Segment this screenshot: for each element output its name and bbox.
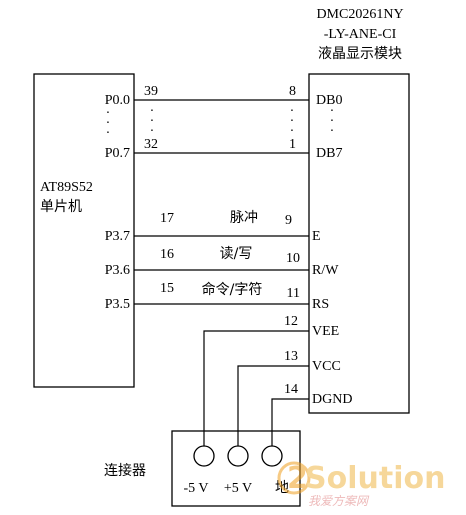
wire-vee xyxy=(203,330,309,450)
wire-vcc xyxy=(237,365,309,450)
watermark-tagline: 我爱方案网 xyxy=(308,494,370,508)
pin-lcd-1: 1 xyxy=(289,137,296,152)
dot-wire-right-3: · xyxy=(290,124,295,139)
pin-lcd-8: 8 xyxy=(289,84,296,99)
signal-read-write: 读/写 xyxy=(220,245,253,262)
dot-wire-left-3: · xyxy=(150,124,155,139)
dot-wire-left-1: · xyxy=(150,104,155,119)
pin-lcd-10: 10 xyxy=(286,251,300,266)
mcu-name-cn: 单片机 xyxy=(40,199,82,215)
pin-mcu-39: 39 xyxy=(144,84,158,99)
lcd-title-line1: DMC20261NY xyxy=(316,7,403,22)
dot-wire-right-2: · xyxy=(290,114,295,129)
lcd-pin-vcc: VCC xyxy=(312,359,341,374)
terminal-pos5v-label: +5 V xyxy=(224,481,252,496)
pin-lcd-11: 11 xyxy=(287,286,300,301)
pin-mcu-16: 16 xyxy=(160,247,174,262)
lcd-pin-dgnd: DGND xyxy=(312,392,352,407)
dot-lcd-3: · xyxy=(330,124,335,139)
pin-mcu-15: 15 xyxy=(160,281,174,296)
mcu-name: AT89S52 xyxy=(40,180,93,195)
signal-pulse: 脉冲 xyxy=(230,210,258,226)
terminal-pos5v-circle xyxy=(227,445,249,467)
port-p36: P3.6 xyxy=(105,263,130,278)
pin-lcd-14: 14 xyxy=(284,382,298,397)
pin-lcd-12: 12 xyxy=(284,314,298,329)
pin-lcd-9: 9 xyxy=(285,213,292,228)
lcd-pin-e: E xyxy=(312,229,321,244)
dot-lcd-1: · xyxy=(330,104,335,119)
watermark: 2 Solution 我爱方案网 xyxy=(277,461,445,508)
watermark-brand-prefix: 2 xyxy=(287,461,308,496)
port-p07: P0.7 xyxy=(105,146,130,161)
watermark-brand: Solution xyxy=(305,461,445,496)
lcd-title-line3: 液晶显示模块 xyxy=(318,46,402,62)
dot-mcu-1: · xyxy=(106,106,111,121)
connector-block xyxy=(171,430,301,507)
lcd-pin-rs: RS xyxy=(312,297,329,312)
lcd-pin-db7: DB7 xyxy=(316,146,342,161)
pin-mcu-32: 32 xyxy=(144,137,158,152)
lcd-pin-vee: VEE xyxy=(312,324,339,339)
lcd-title-line2: -LY-ANE-CI xyxy=(324,27,397,42)
dot-wire-right-1: · xyxy=(290,104,295,119)
lcd-pin-rw: R/W xyxy=(312,263,339,278)
pin-lcd-13: 13 xyxy=(284,349,298,364)
terminal-neg5v-label: -5 V xyxy=(183,481,208,496)
dot-wire-left-2: · xyxy=(150,114,155,129)
watermark-logo-icon xyxy=(277,461,311,495)
dot-mcu-3: · xyxy=(106,126,111,141)
dot-mcu-2: · xyxy=(106,116,111,131)
lcd-pin-db0: DB0 xyxy=(316,93,342,108)
mcu-block xyxy=(33,73,135,388)
signal-cmd-char: 命令/字符 xyxy=(202,281,263,298)
lcd-block xyxy=(308,73,410,414)
dot-lcd-2: · xyxy=(330,114,335,129)
port-p35: P3.5 xyxy=(105,297,130,312)
pin-mcu-17: 17 xyxy=(160,211,174,226)
wire-dgnd xyxy=(271,398,309,450)
connector-label: 连接器 xyxy=(104,462,146,479)
terminal-gnd-circle xyxy=(261,445,283,467)
port-p37: P3.7 xyxy=(105,229,130,244)
terminal-neg5v-circle xyxy=(193,445,215,467)
port-p00: P0.0 xyxy=(105,93,130,108)
